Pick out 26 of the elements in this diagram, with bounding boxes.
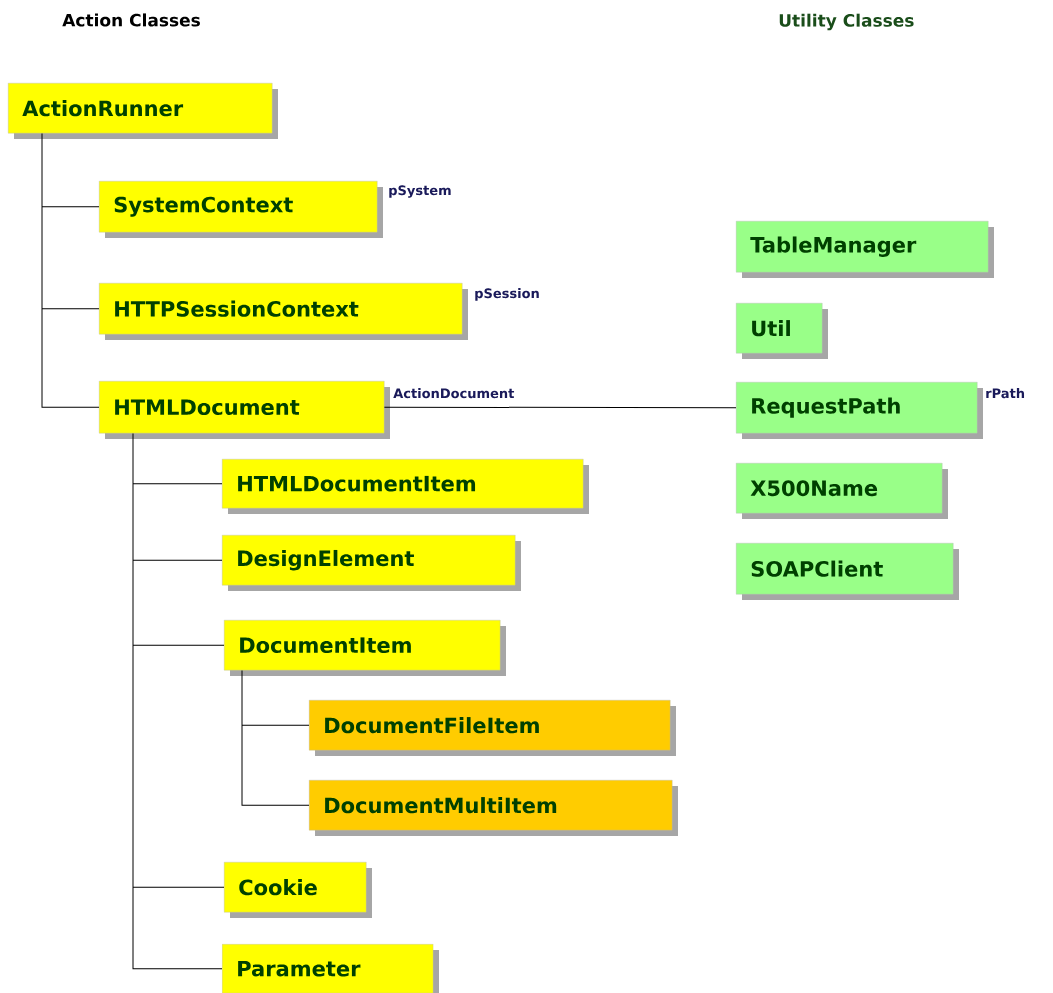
class-box: HTMLDocumentItem (222, 459, 589, 514)
connector-line (383, 406, 737, 409)
tree-connector (41, 132, 100, 408)
class-box: HTMLDocument (99, 381, 390, 439)
class-box: ActionRunner (8, 83, 278, 139)
class-box: Parameter (222, 944, 439, 993)
class-box: SOAPClient (736, 543, 959, 600)
class-box: DocumentItem (224, 620, 506, 676)
class-box: X500Name (736, 463, 948, 519)
variable-label: pSession (475, 288, 539, 301)
class-box: SystemContext (99, 181, 383, 238)
variable-label: rPath (986, 388, 1025, 399)
tree-connector (132, 432, 225, 970)
class-box: RequestPath (736, 382, 983, 439)
class-box: HTTPSessionContext (99, 283, 468, 340)
class-box: Util (736, 303, 828, 359)
class-box: DocumentMultiItem (309, 780, 678, 836)
section-heading: Utility Classes (779, 13, 914, 31)
section-heading: Action Classes (62, 13, 200, 27)
class-box: TableManager (736, 221, 994, 278)
variable-label: ActionDocument (393, 388, 515, 399)
class-box: Cookie (224, 862, 372, 918)
variable-label: pSystem (389, 185, 451, 198)
tree-connector (241, 669, 310, 806)
class-box: DocumentFileItem (309, 700, 676, 756)
class-box: DesignElement (222, 535, 521, 591)
